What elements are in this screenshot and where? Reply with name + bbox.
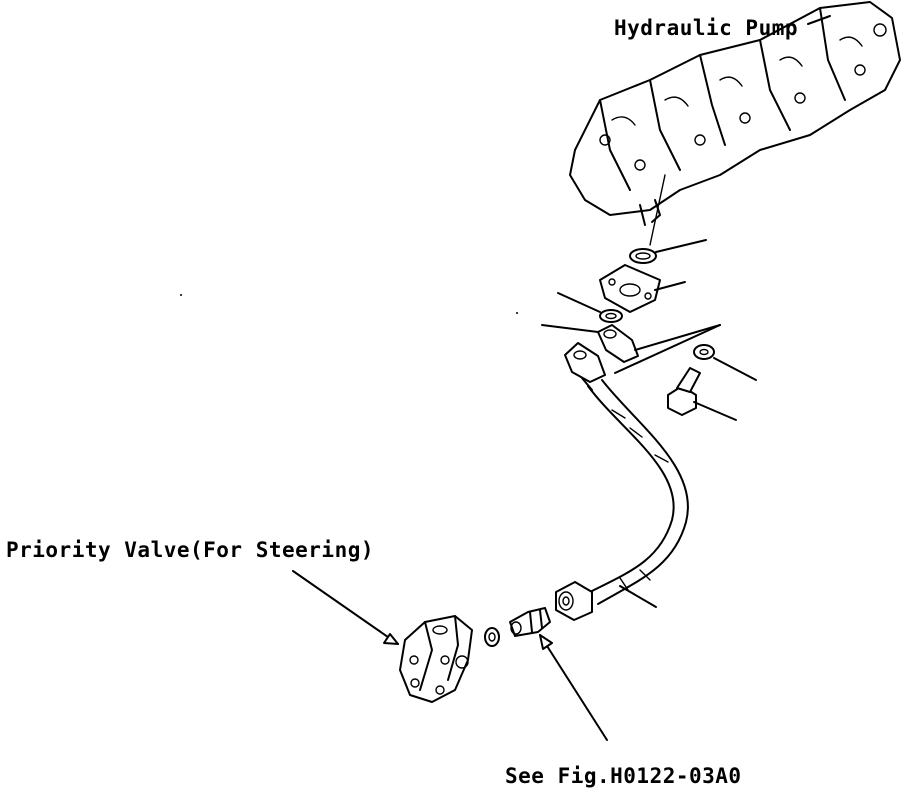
flange-plate [599, 264, 686, 313]
bolt [667, 367, 737, 421]
adapter-fitting [509, 607, 551, 637]
priority-valve [399, 615, 473, 703]
see-fig-reference-label: See Fig.H0122-03A0 [505, 764, 742, 788]
o-ring-lower [484, 627, 500, 647]
priority-valve-label: Priority Valve(For Steering) [6, 538, 375, 562]
o-ring-upper [629, 239, 707, 264]
hose-top-fitting [564, 342, 606, 391]
o-ring-middle [557, 292, 623, 323]
pump-center-line [649, 174, 666, 246]
hose [587, 379, 689, 608]
see-fig-leader-line [539, 634, 608, 741]
stray-dot [180, 294, 182, 296]
washer [693, 344, 757, 381]
hydraulic-pump [569, 1, 901, 226]
hose-bottom-fitting [555, 581, 593, 621]
hydraulic-pump-label: Hydraulic Pump [614, 16, 799, 40]
pump-leader-line [807, 15, 831, 25]
stray-dot [516, 312, 518, 314]
split-flange [541, 324, 721, 374]
valve-leader-line [292, 570, 399, 645]
